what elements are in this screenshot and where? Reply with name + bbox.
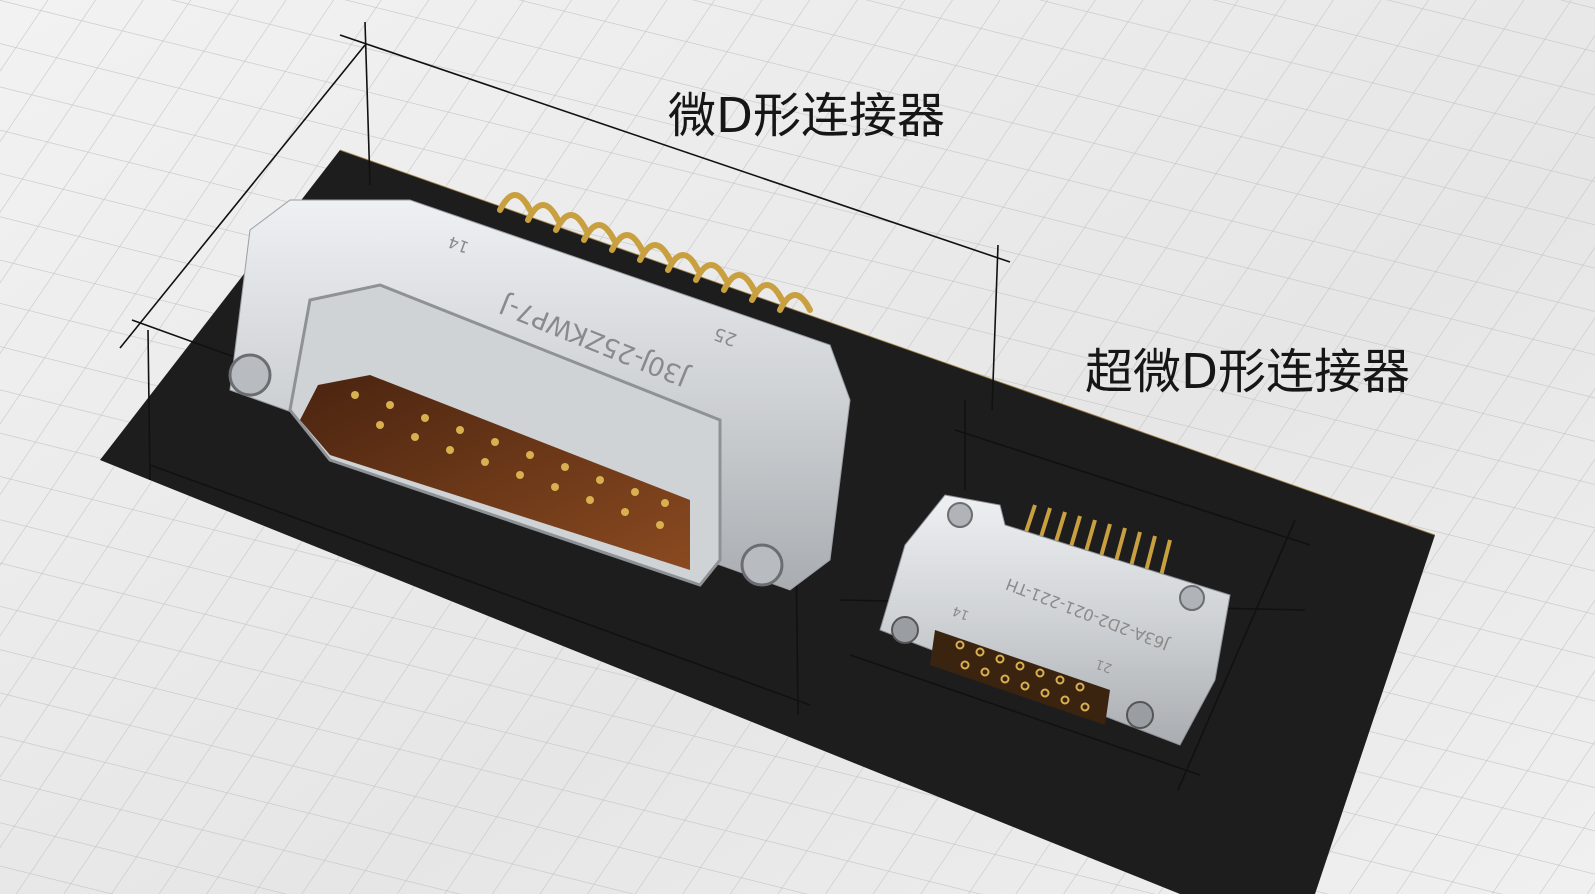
screw-right <box>740 543 784 587</box>
micro-d-connector: J30J-25ZKWP7-J 14 25 <box>228 192 851 591</box>
nano-d-title: 超微D形连接器 <box>1085 344 1410 400</box>
straight-pins <box>1023 504 1172 581</box>
nano-d-connector: J63A-2D2-021-221-TH 14 21 <box>879 494 1231 746</box>
spring-pins <box>497 192 813 313</box>
screw-left <box>228 353 272 397</box>
nano-pin-label-21: 21 <box>1094 656 1115 676</box>
micro-d-title: 微D形连接器 <box>668 88 945 144</box>
nano-pin-label-14: 14 <box>951 603 972 623</box>
